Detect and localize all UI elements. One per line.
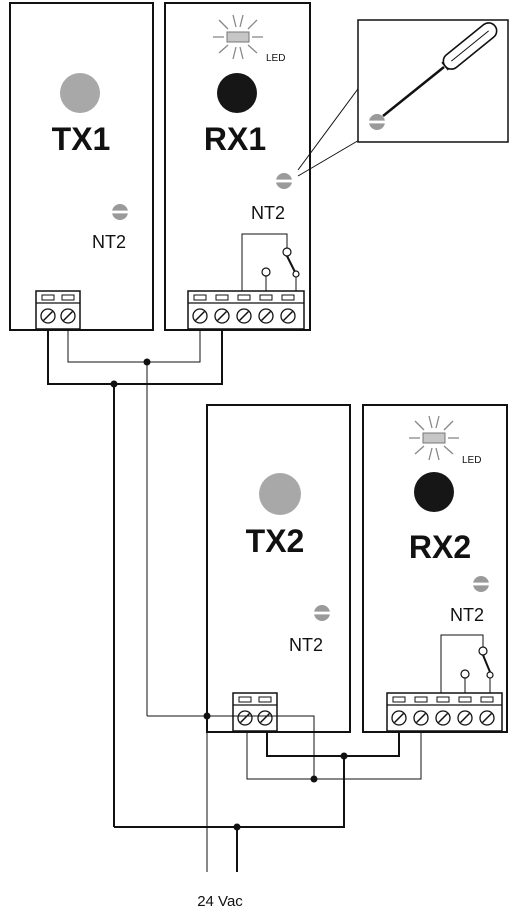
wiring-upper (47, 330, 223, 827)
tx1-housing (9, 2, 154, 331)
rx1-unit: LED RX1 NT2 (164, 2, 311, 331)
rx1-relay-contact (241, 233, 300, 292)
tx2-unit: TX2 NT2 (206, 404, 351, 733)
rx1-lens (217, 73, 257, 113)
rx1-housing (164, 2, 311, 331)
rx1-terminal-block (187, 290, 305, 330)
wiring-lower (114, 712, 422, 872)
power-supply-label: 24 Vac (197, 893, 243, 910)
screwdriver-icon (382, 22, 498, 117)
tx2-lens (259, 473, 301, 515)
tx1-title: TX1 (52, 121, 111, 157)
rx2-title: RX2 (409, 529, 471, 565)
tx2-title: TX2 (246, 523, 305, 559)
rx2-led-label: LED (462, 455, 481, 466)
rx1-led-label: LED (266, 53, 285, 64)
rx2-trimmer-label: NT2 (450, 605, 484, 625)
rx1-title: RX1 (204, 121, 266, 157)
tx2-trimmer-label: NT2 (289, 635, 323, 655)
rx2-relay-contact (440, 634, 494, 695)
tx2-terminal-block (232, 692, 278, 732)
rx2-housing (362, 404, 508, 733)
tx1-lens (60, 73, 100, 113)
tx1-unit: TX1 NT2 (9, 2, 154, 331)
rx1-trimmer-label: NT2 (251, 203, 285, 223)
rx2-lens (414, 472, 454, 512)
tx1-trimmer-label: NT2 (92, 232, 126, 252)
trimmer-adjust-callout (297, 19, 509, 177)
tx2-housing (206, 404, 351, 733)
rx2-unit: LED RX2 NT2 (362, 404, 508, 733)
tx1-terminal-block (35, 290, 81, 330)
rx2-terminal-block (386, 692, 503, 732)
